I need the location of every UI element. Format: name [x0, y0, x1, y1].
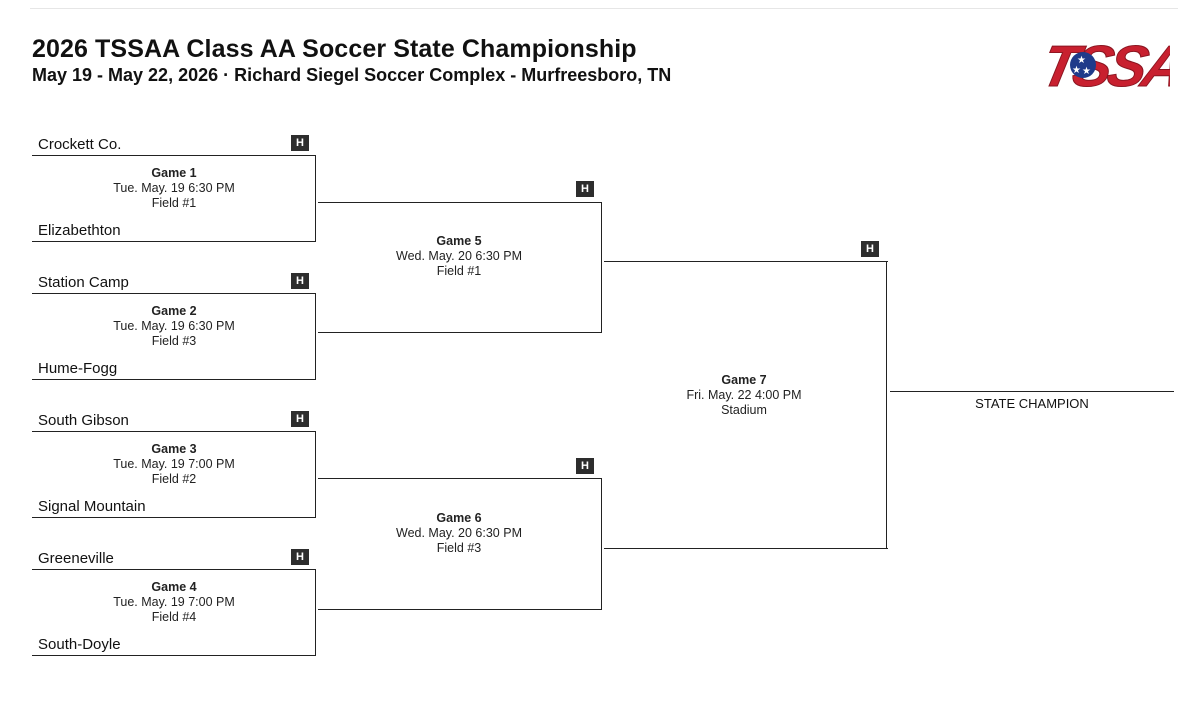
- champion-line: [890, 391, 1174, 392]
- bracket-line: [32, 655, 316, 656]
- home-badge: H: [291, 135, 309, 151]
- game-time: Tue. May. 19 6:30 PM: [113, 181, 235, 195]
- game-info: Game 3 Tue. May. 19 7:00 PM Field #2: [74, 442, 274, 487]
- home-badge: H: [291, 273, 309, 289]
- game-info: Game 6 Wed. May. 20 6:30 PM Field #3: [359, 511, 559, 556]
- game-info: Game 7 Fri. May. 22 4:00 PM Stadium: [644, 373, 844, 418]
- bracket-line: [318, 332, 602, 333]
- game-name: Game 7: [721, 373, 767, 387]
- game-venue: Field #1: [436, 264, 482, 278]
- game-name: Game 4: [151, 580, 197, 594]
- logo-star-circle: [1070, 52, 1096, 78]
- game-venue: Field #2: [151, 472, 197, 486]
- bracket-line: [604, 548, 888, 549]
- bracket-line: [315, 569, 316, 656]
- bracket-line: [318, 609, 602, 610]
- team-name: Station Camp: [38, 274, 129, 291]
- game-venue: Stadium: [721, 403, 767, 417]
- bracket-line: [32, 379, 316, 380]
- team-name: Signal Mountain: [38, 498, 146, 515]
- bracket-line: [315, 293, 316, 380]
- svg-text:★: ★: [1077, 55, 1086, 66]
- tssaa-logo: TSSAA ★ ★ ★: [1036, 34, 1170, 94]
- bracket-line: [604, 261, 888, 262]
- game-info: Game 4 Tue. May. 19 7:00 PM Field #4: [74, 580, 274, 625]
- svg-text:★: ★: [1072, 65, 1081, 76]
- game-venue: Field #3: [436, 541, 482, 555]
- team-name: Elizabethton: [38, 222, 121, 239]
- home-badge: H: [576, 181, 594, 197]
- bracket-line: [32, 569, 316, 570]
- game-time: Tue. May. 19 6:30 PM: [113, 319, 235, 333]
- game-name: Game 6: [436, 511, 482, 525]
- game-info: Game 2 Tue. May. 19 6:30 PM Field #3: [74, 304, 274, 349]
- team-name: South Gibson: [38, 412, 129, 429]
- bracket-line: [601, 478, 602, 610]
- page-subtitle: May 19 - May 22, 2026 · Richard Siegel S…: [32, 65, 672, 85]
- game-name: Game 3: [151, 442, 197, 456]
- bracket-line: [315, 155, 316, 242]
- team-name: Hume-Fogg: [38, 360, 118, 377]
- bracket-line: [32, 431, 316, 432]
- game-time: Tue. May. 19 7:00 PM: [113, 457, 235, 471]
- game-venue: Field #1: [151, 196, 197, 210]
- bracket-line: [601, 202, 602, 333]
- bracket-line: [32, 241, 316, 242]
- bracket-line: [32, 517, 316, 518]
- game-info: Game 1 Tue. May. 19 6:30 PM Field #1: [74, 166, 274, 211]
- game-info: Game 5 Wed. May. 20 6:30 PM Field #1: [359, 234, 559, 279]
- game-time: Wed. May. 20 6:30 PM: [396, 249, 522, 263]
- home-badge: H: [291, 411, 309, 427]
- team-name: South-Doyle: [38, 636, 121, 653]
- home-badge: H: [576, 458, 594, 474]
- game-time: Fri. May. 22 4:00 PM: [686, 388, 802, 402]
- home-badge: H: [291, 549, 309, 565]
- state-champion-label: STATE CHAMPION: [975, 396, 1089, 411]
- bracket-line: [318, 202, 602, 203]
- team-name: Greeneville: [38, 550, 114, 567]
- logo-lettering: TSSAA: [1036, 35, 1170, 94]
- game-time: Tue. May. 19 7:00 PM: [113, 595, 235, 609]
- bracket-line: [315, 431, 316, 518]
- game-name: Game 5: [436, 234, 482, 248]
- game-time: Wed. May. 20 6:30 PM: [396, 526, 522, 540]
- top-divider: [30, 8, 1178, 9]
- home-badge: H: [861, 241, 879, 257]
- game-name: Game 1: [151, 166, 197, 180]
- svg-text:★: ★: [1082, 66, 1091, 77]
- bracket-line: [32, 293, 316, 294]
- team-name: Crockett Co.: [38, 136, 122, 153]
- game-name: Game 2: [151, 304, 197, 318]
- game-venue: Field #3: [151, 334, 197, 348]
- bracket-line: [318, 478, 602, 479]
- bracket-line: [886, 261, 887, 549]
- game-venue: Field #4: [151, 610, 197, 624]
- page-title: 2026 TSSAA Class AA Soccer State Champio…: [32, 35, 637, 63]
- bracket-line: [32, 155, 316, 156]
